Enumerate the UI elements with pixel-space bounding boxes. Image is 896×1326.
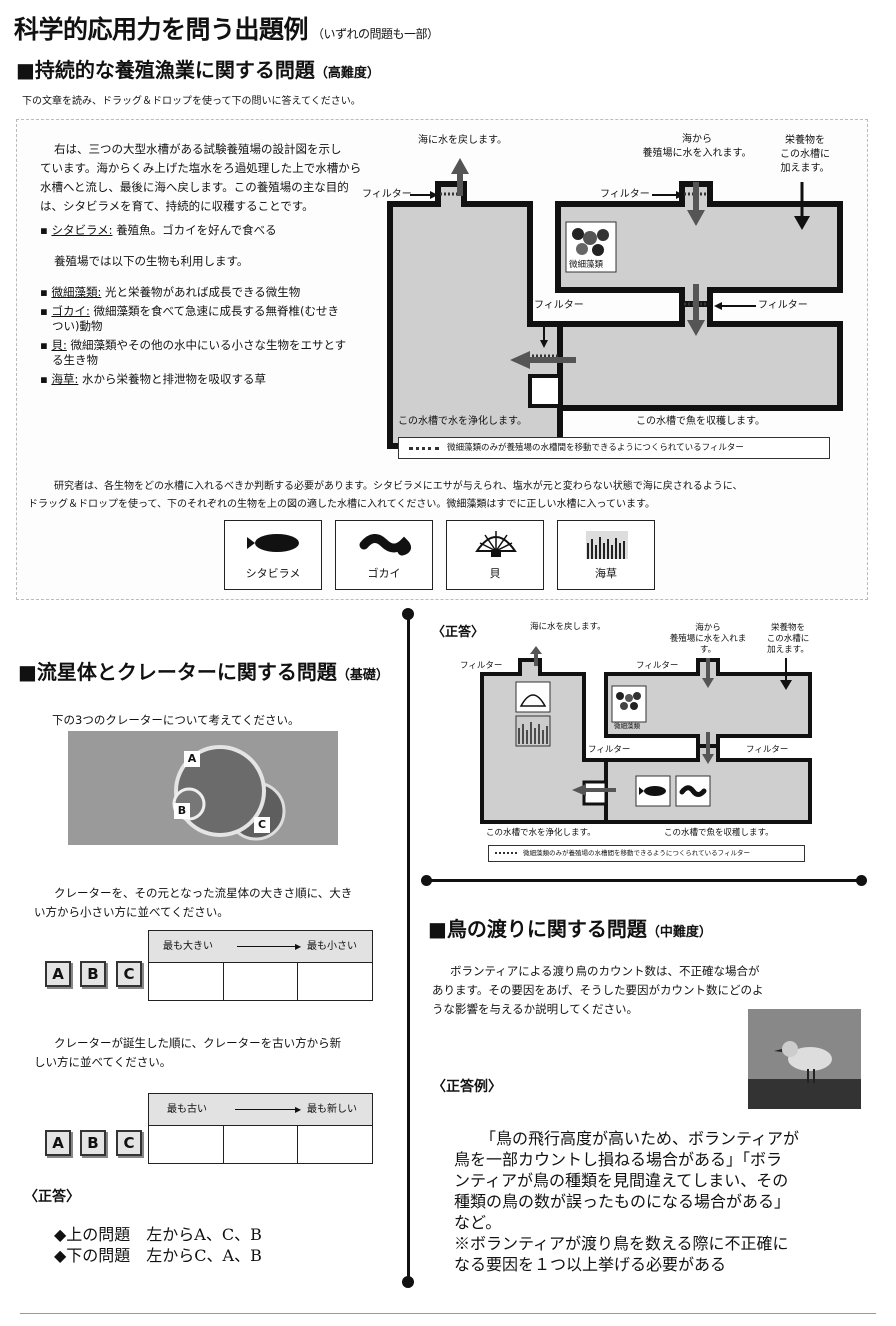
organism-item: ▪ ゴカイ: 微細藻類を食べて急速に成長する無脊椎(むせき	[40, 304, 340, 318]
answer-algae-box	[611, 685, 647, 723]
size-order-header: 最も大きい ▶ 最も小さい	[148, 930, 373, 962]
drop-slot[interactable]	[222, 1125, 299, 1164]
arrow-head-icon: ▶	[295, 1105, 302, 1114]
age-order-slots	[148, 1125, 373, 1164]
drag-button-a[interactable]: A	[45, 1130, 71, 1156]
shell-icon	[475, 531, 517, 557]
page-title-note: （いずれの問題も一部）	[312, 27, 439, 41]
answer-algae-tank	[604, 658, 812, 748]
placed-seagrass-icon	[515, 715, 551, 747]
answer-purify-caption: この水槽で水を浄化します。	[486, 828, 596, 838]
fish-item: ▪ シタビラメ: 養殖魚。ゴカイを好んで食べる	[40, 223, 277, 237]
nutrient-label: 栄養物を この水槽に 加えます。	[780, 135, 830, 174]
aquaculture-question: 研究者は、各生物をどの水槽に入れるべきか判断する必要があります。シタビラメにエサ…	[28, 481, 743, 510]
size-order-slots	[148, 962, 373, 1001]
drop-slot[interactable]	[222, 962, 299, 1001]
answer-return-sea-label: 海に水を戻します。	[530, 622, 606, 632]
also-used-text: 養殖場では以下の生物も利用します。	[54, 254, 249, 268]
crater-label-b: B	[174, 803, 190, 819]
drop-slot[interactable]	[148, 1125, 224, 1164]
aquaculture-instruction: 下の文章を読み、ドラッグ＆ドロップを使って下の問いに答えてください。	[22, 96, 361, 107]
answer-harvest-caption: この水槽で魚を収穫します。	[664, 828, 774, 838]
crater-q2: クレーターが誕生した順に、クレーターを古い方から新 しい方に並べてください。	[34, 1036, 342, 1069]
answer-nutrient-label: 栄養物を この水槽に 加えます。	[766, 623, 810, 655]
drop-slot[interactable]	[297, 962, 373, 1001]
card-sole[interactable]: シタビラメ	[224, 520, 322, 590]
aquaculture-intro: 右は、三つの大型水槽がある試験養殖場の設計図を示し ています。海からくみ上げた塩…	[40, 142, 362, 213]
vertical-divider	[407, 614, 410, 1282]
organism-item: ▪ 微細藻類: 光と栄養物があれば成長できる微生物	[40, 285, 301, 299]
filter-legend: 微細藻類のみが養殖場の水槽間を移動できるようにつくられているフィルター	[398, 437, 830, 459]
algae-label: 微細藻類	[569, 260, 604, 270]
crater-intro: 下の3つのクレーターについて考えてください。	[52, 713, 300, 727]
drop-slot[interactable]	[297, 1125, 373, 1164]
crater-photo: A B C	[68, 731, 338, 845]
divider-dot	[856, 875, 867, 886]
answer-filter-label: フィルター	[636, 661, 679, 671]
bird-icon	[748, 1041, 861, 1109]
bird-answer-heading: 〈正答例〉	[432, 1079, 502, 1095]
size-order-table: 最も大きい ▶ 最も小さい	[148, 930, 373, 1001]
organism-item: ▪ 貝: 微細藻類やその他の水中にいる小さな生物をエサとす	[40, 338, 347, 352]
algae-tank[interactable]	[555, 181, 843, 307]
tank-answer-heading: 〈正答〉	[432, 625, 485, 640]
drag-button-b[interactable]: B	[80, 961, 106, 987]
card-worm[interactable]: ゴカイ	[335, 520, 433, 590]
crater-answers: ◆上の問題 左からA、C、B ◆下の問題 左からC、A、B	[54, 1225, 262, 1265]
age-order-header: 最も古い ▶ 最も新しい	[148, 1093, 373, 1125]
answer-filter-label: フィルター	[588, 745, 631, 755]
sole-icon	[247, 534, 299, 552]
drag-button-a[interactable]: A	[45, 961, 71, 987]
answer-filter-swatch	[495, 852, 517, 855]
age-order-table: 最も古い ▶ 最も新しい	[148, 1093, 373, 1164]
filter-label: フィルター	[362, 189, 412, 200]
worm-icon	[359, 534, 412, 556]
drag-button-b[interactable]: B	[80, 1130, 106, 1156]
crater-label-c: C	[254, 817, 270, 833]
seagrass-icon	[586, 531, 628, 559]
filter-label: フィルター	[600, 189, 650, 200]
divider-dot	[402, 608, 414, 620]
purify-caption: この水槽で水を浄化します。	[398, 416, 527, 427]
drop-slot[interactable]	[148, 962, 224, 1001]
filter-label: フィルター	[758, 300, 808, 311]
crater-illustration	[172, 745, 286, 841]
card-shell[interactable]: 貝	[446, 520, 544, 590]
arrow-icon	[237, 946, 297, 947]
answer-algae-label: 微細藻類	[614, 722, 640, 730]
harvest-tank[interactable]	[557, 301, 843, 411]
answer-filter-label: フィルター	[746, 745, 789, 755]
divider-dot	[402, 1276, 414, 1288]
crater-label-a: A	[184, 751, 200, 767]
aquaculture-heading: ■持続的な養殖漁業に関する問題（高難度）	[16, 58, 380, 82]
drag-button-c[interactable]: C	[116, 1130, 142, 1156]
tank-diagram	[387, 158, 843, 449]
answer-from-sea-label: 海から 養殖場に水を入れます。	[669, 623, 747, 655]
divider-dot	[421, 875, 432, 886]
organism-list: ▪ 微細藻類: 光と栄養物があれば成長できる微生物 ▪ ゴカイ: 微細藻類を食べ…	[40, 283, 370, 389]
bird-answer: 「鳥の飛行高度が高いため、ボランティアが 鳥を一部カウントし損ねる場合がある」「…	[454, 1129, 800, 1274]
crater-q1: クレーターを、その元となった流星体の大きさ順に、大き い方から小さい方に並べてく…	[34, 886, 353, 919]
return-sea-label: 海に水を戻します。	[418, 135, 507, 146]
bird-question: ボランティアによる渡り鳥のカウント数は、不正確な場合が あります。その要因をあげ…	[432, 964, 764, 1016]
page-title: 科学的応用力を問う出題例（いずれの問題も一部）	[14, 15, 439, 44]
filter-label: フィルター	[534, 300, 584, 311]
from-sea-label: 海から 養殖場に水を入れます。	[642, 134, 752, 159]
organism-item: ▪ 海草: 水から栄養物と排泄物を吸収する草	[40, 372, 266, 386]
bottom-rule	[20, 1313, 876, 1314]
arrow-head-icon: ▶	[295, 942, 302, 951]
answer-filter-legend: 微細藻類のみが養殖場の水槽間を移動できるようにつくられているフィルター	[488, 845, 805, 862]
horizontal-divider	[426, 879, 862, 882]
crater-heading: ■流星体とクレーターに関する問題（基礎）	[18, 660, 389, 684]
answer-tank-diagram	[480, 646, 812, 824]
harvest-caption: この水槽で魚を収穫します。	[636, 416, 765, 427]
bird-heading: ■鳥の渡りに関する問題（中難度）	[428, 917, 712, 941]
drag-button-c[interactable]: C	[116, 961, 142, 987]
bird-photo	[748, 1009, 861, 1109]
crater-answer-heading: 〈正答〉	[24, 1189, 80, 1205]
filter-swatch	[409, 447, 439, 451]
arrow-icon	[235, 1109, 297, 1110]
card-seagrass[interactable]: 海草	[557, 520, 655, 590]
answer-filter-label: フィルター	[460, 661, 503, 671]
